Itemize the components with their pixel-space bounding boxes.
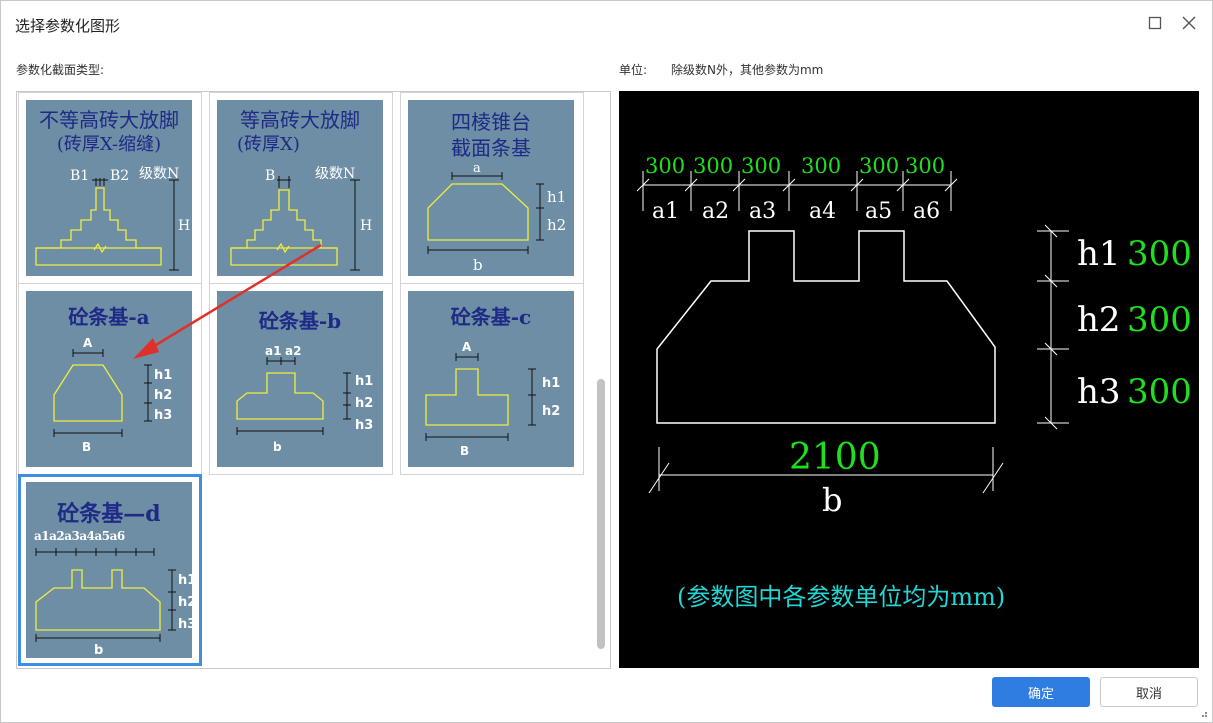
label-b-bottom: B: [82, 440, 91, 454]
label-a-top: A: [462, 340, 472, 354]
label-h3: h3: [1077, 372, 1121, 412]
tile-frustum-strip-footing[interactable]: 四棱锥台 截面条基 a h1 h2 b: [400, 92, 584, 284]
value-a1: 300: [645, 154, 685, 178]
tile-title: 砼条基-c: [450, 305, 532, 329]
window-title: 选择参数化图形: [15, 17, 121, 35]
label-h1: h1: [542, 376, 560, 391]
close-icon: [1182, 16, 1196, 30]
tile-diagram: h1 h2 h3 b: [35, 548, 192, 658]
tile-title: 四棱锥台: [451, 110, 531, 134]
tile-diagram: a h1 h2 b: [427, 161, 566, 274]
tile-diagram: B 级数N H: [230, 166, 372, 271]
label-steps-n: 级数N: [315, 166, 355, 182]
label-b-bottom: b: [94, 643, 103, 658]
cancel-button[interactable]: 取消: [1100, 677, 1198, 707]
value-b: 2100: [789, 437, 881, 478]
tile-subtitle: 截面条基: [451, 136, 531, 160]
close-button[interactable]: [1179, 13, 1199, 33]
preview-diagram: 300 300 300 300 300 300 a1 a2 a3 a4 a5 a…: [636, 154, 1192, 611]
label-h1: h1: [154, 368, 172, 383]
label-a: a: [473, 161, 481, 176]
label-a-top: A: [83, 336, 93, 350]
label-a5: a5: [865, 199, 892, 224]
label-h: H: [178, 218, 190, 234]
tile-subtitle: (砖厚X): [237, 134, 300, 155]
value-a5: 300: [859, 154, 899, 178]
units-note: (参数图中各参数单位均为mm): [677, 583, 1005, 611]
maximize-icon: [1148, 16, 1162, 30]
gallery-scrollbar-thumb[interactable]: [597, 379, 605, 649]
label-a2: a2: [702, 199, 729, 224]
label-h3: h3: [355, 418, 373, 433]
label-h: H: [360, 218, 372, 234]
tile-concrete-footing-a[interactable]: 砼条基-a A h1 h2 h3 B: [18, 283, 202, 475]
value-a6: 300: [905, 154, 945, 178]
label-h2: h2: [154, 388, 172, 403]
footing-outline: [656, 230, 996, 424]
value-h2: 300: [1127, 300, 1192, 340]
label-b-bottom: b: [273, 440, 282, 454]
section-type-label: 参数化截面类型:: [16, 63, 105, 77]
label-a4: a4: [809, 199, 836, 224]
tile-diagram: A h1 h2 B: [425, 340, 560, 458]
tile-equal-brick-footing[interactable]: 等高砖大放脚 (砖厚X) B 级数N H: [209, 92, 393, 284]
value-a2: 300: [693, 154, 733, 178]
resize-grip-icon[interactable]: [1198, 708, 1208, 718]
label-h3: h3: [154, 408, 172, 423]
value-h3: 300: [1127, 372, 1192, 412]
unit-description: 除级数N外，其他参数为mm: [671, 63, 824, 77]
tile-title: 砼条基-a: [68, 305, 150, 329]
label-h2: h2: [547, 216, 566, 234]
label-h2: h2: [542, 404, 560, 419]
label-b: B: [265, 168, 275, 184]
value-a4: 300: [801, 154, 841, 178]
tile-title: 砼条基—d: [57, 501, 161, 527]
label-b: b: [473, 256, 483, 274]
tile-subtitle: (砖厚X-缩缝): [56, 134, 162, 155]
label-b1: B1: [70, 168, 89, 184]
label-b2: B2: [110, 168, 129, 184]
tile-concrete-footing-c[interactable]: 砼条基-c A h1 h2 B: [400, 283, 584, 475]
unit-label: 单位:: [619, 63, 648, 77]
label-a2: a2: [285, 344, 301, 358]
tile-concrete-footing-b[interactable]: 砼条基-b a1 a2 h1 h2 h3 b: [209, 283, 393, 475]
value-h1: 300: [1127, 234, 1192, 274]
tile-diagram: a1 a2 h1 h2 h3 b: [236, 344, 373, 454]
label-steps-n: 级数N: [139, 166, 179, 182]
shape-gallery: 不等高砖大放脚 (砖厚X-缩缝) B1 B2 级数N H: [16, 91, 611, 669]
label-h2: h2: [178, 595, 192, 610]
label-a1: a1: [652, 199, 679, 224]
label-a3: a3: [749, 199, 776, 224]
label-h3: h3: [178, 617, 192, 632]
label-b: b: [822, 481, 842, 519]
label-a6: a6: [913, 199, 940, 224]
label-h2: h2: [1077, 300, 1121, 340]
tile-diagram: B1 B2 级数N H: [35, 166, 190, 271]
label-h1: h1: [355, 374, 373, 389]
parameter-preview: 300 300 300 300 300 300 a1 a2 a3 a4 a5 a…: [619, 91, 1199, 668]
tile-unequal-brick-footing[interactable]: 不等高砖大放脚 (砖厚X-缩缝) B1 B2 级数N H: [18, 92, 202, 284]
label-h1: h1: [1077, 234, 1121, 274]
value-a3: 300: [741, 154, 781, 178]
tile-title: 不等高砖大放脚: [39, 108, 179, 132]
tile-concrete-footing-d[interactable]: 砼条基—d a1a2a3a4a5a6 h1 h2 h3 b: [18, 474, 202, 666]
label-h1: h1: [547, 188, 566, 206]
tile-diagram: A h1 h2 h3 B: [53, 336, 172, 454]
label-b-bottom: B: [460, 444, 469, 458]
label-a1: a1: [265, 344, 281, 358]
ok-button[interactable]: 确定: [992, 677, 1090, 707]
tile-title: 等高砖大放脚: [240, 108, 360, 132]
label-h1: h1: [178, 573, 192, 588]
tile-subtitle: a1a2a3a4a5a6: [34, 529, 125, 543]
label-h2: h2: [355, 396, 373, 411]
maximize-button[interactable]: [1145, 13, 1165, 33]
